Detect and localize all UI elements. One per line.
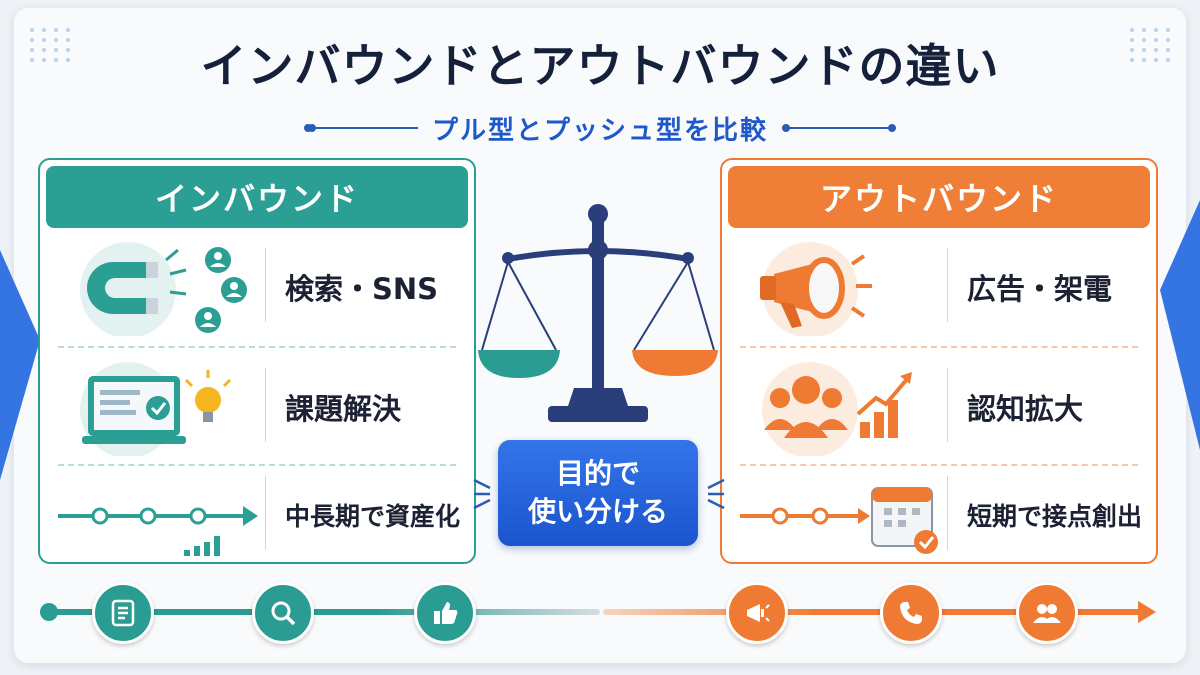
calendar-timeline-icon [740,487,938,554]
outbound-header: アウトバウンド [728,166,1150,228]
divider [947,368,948,442]
megaphone-icon [760,242,872,336]
timeline-inbound-line [40,609,600,615]
divider [265,368,266,442]
inbound-label-long-term: 中長期で資産化 [285,502,461,531]
magnet-people-icon [80,242,247,336]
divider [265,248,266,322]
inbound-row-3: 中長期で資産化 [40,460,474,570]
inbound-label-search-sns: 検索・SNS [285,272,439,306]
divider [265,476,266,550]
spark-right-icon [707,478,725,510]
audience-growth-icon [762,362,912,456]
purpose-badge: 目的で 使い分ける [498,440,698,546]
purpose-line-1: 目的で [555,457,640,490]
inbound-row-1: 検索・SNS [40,232,474,342]
megaphone-icon [726,582,788,644]
inbound-label-problem-solving: 課題解決 [285,392,402,426]
row-divider [740,346,1138,348]
purpose-line-2: 使い分ける [527,495,668,528]
subtitle-row: プル型とプッシュ型を比較 [0,113,1200,146]
thumbs-up-icon [414,582,476,644]
spark-left-icon [473,478,491,510]
dot-pattern-right [1130,28,1172,62]
document-icon [92,582,154,644]
row-divider [58,346,456,348]
growth-timeline-icon [58,506,258,556]
divider [947,248,948,322]
dot-pattern-left [30,28,72,62]
bottom-timeline [40,580,1160,650]
group-icon [1016,582,1078,644]
inbound-row-2: 課題解決 [40,352,474,462]
timeline-start-dot [40,603,58,621]
laptop-lightbulb-icon [80,362,232,456]
outbound-label-ads-calls: 広告・架電 [967,272,1113,306]
page-title: インバウンドとアウトバウンドの違い [200,39,1000,93]
subtitle-rule-right [782,124,896,132]
search-icon [252,582,314,644]
outbound-label-short-term: 短期で接点創出 [967,502,1143,531]
subtitle-rule-left [303,124,418,132]
row-divider [58,464,456,466]
timeline-outbound-line [603,609,1143,615]
page-subtitle: プル型とプッシュ型を比較 [431,115,768,146]
balance-scale-icon [478,204,718,422]
divider [947,476,948,550]
right-decoration [1160,200,1200,450]
outbound-panel: アウトバウンド 広告・架電 [720,158,1158,564]
outbound-row-2: 認知拡大 [722,352,1156,462]
timeline-arrowhead [1138,601,1156,623]
inbound-header: インバウンド [46,166,468,228]
inbound-panel: インバウンド 検索・SNS [38,158,476,564]
outbound-label-awareness: 認知拡大 [967,392,1084,426]
phone-icon [880,582,942,644]
left-decoration [0,250,40,480]
outbound-row-3: 短期で接点創出 [722,460,1156,570]
outbound-row-1: 広告・架電 [722,232,1156,342]
row-divider [740,464,1138,466]
